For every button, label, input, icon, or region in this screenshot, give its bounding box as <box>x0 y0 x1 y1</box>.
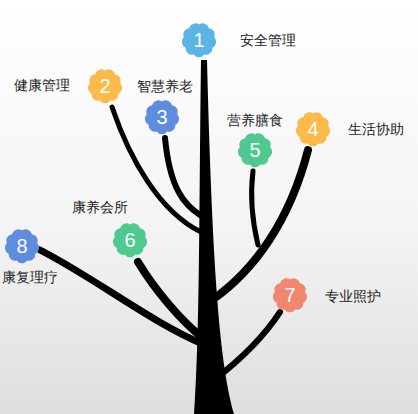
tree-branch <box>212 150 308 300</box>
callout-number: 1 <box>177 18 221 62</box>
node-label: 生活协助 <box>348 121 404 138</box>
cloud-badge: 4生活协助 <box>291 107 335 151</box>
node-label: 健康管理 <box>14 77 70 94</box>
cloud-badge: 7专业照护 <box>268 273 312 317</box>
cloud-badge: 6康养会所 <box>108 218 152 262</box>
callout-number: 3 <box>140 95 184 139</box>
node-label: 安全管理 <box>240 32 296 49</box>
callout-number: 6 <box>108 218 152 262</box>
cloud-badge: 5营养膳食 <box>233 128 277 172</box>
cloud-badge: 3智慧养老 <box>140 95 184 139</box>
callout-number: 8 <box>0 224 44 268</box>
tree-branch <box>40 250 205 345</box>
node-label: 专业照护 <box>325 288 381 305</box>
cloud-badge: 1安全管理 <box>177 18 221 62</box>
node-label: 营养膳食 <box>227 112 283 129</box>
callout-number: 2 <box>83 64 127 108</box>
callout-number: 5 <box>233 128 277 172</box>
callout-number: 4 <box>291 107 335 151</box>
tree-branch <box>252 171 258 245</box>
tree-branch <box>165 138 200 215</box>
node-label: 智慧养老 <box>137 78 193 95</box>
node-label: 康复理疗 <box>2 269 58 286</box>
cloud-badge: 2健康管理 <box>83 64 127 108</box>
cloud-badge: 8康复理疗 <box>0 224 44 268</box>
node-label: 康养会所 <box>72 199 128 216</box>
callout-number: 7 <box>268 273 312 317</box>
